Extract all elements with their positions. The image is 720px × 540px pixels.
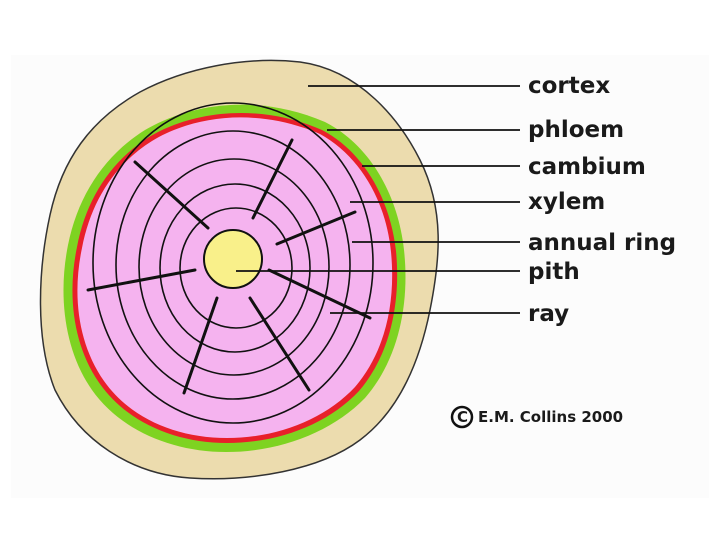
annual-rings <box>92 102 374 424</box>
copyright-notice: C E.M. Collins 2000 <box>450 405 623 429</box>
pith-region <box>203 229 263 289</box>
cortex-label: cortex <box>528 73 610 99</box>
annual-ring <box>179 207 293 329</box>
copyright-text: E.M. Collins 2000 <box>478 408 623 426</box>
rays <box>86 138 372 395</box>
cambium-label: cambium <box>528 154 646 180</box>
xylem-label: xylem <box>528 189 605 215</box>
ray-line <box>182 296 219 395</box>
ray-line <box>248 296 311 392</box>
label-leader-lines <box>236 85 520 314</box>
annual-ring <box>159 183 311 353</box>
pith-label: pith <box>528 259 580 285</box>
ray-line <box>275 210 357 246</box>
copyright-icon <box>450 405 474 429</box>
ray-line <box>251 138 294 220</box>
ray-line <box>133 160 210 230</box>
ray-label: ray <box>528 301 569 327</box>
annual-ring-label: annual ring <box>528 230 676 256</box>
annual-ring <box>138 158 330 376</box>
annual-ring <box>92 102 374 424</box>
ray-line <box>267 268 372 320</box>
ray-line <box>86 268 197 292</box>
copyright-symbol: C <box>457 408 468 426</box>
phloem-label: phloem <box>528 117 624 143</box>
annual-ring <box>115 130 351 400</box>
